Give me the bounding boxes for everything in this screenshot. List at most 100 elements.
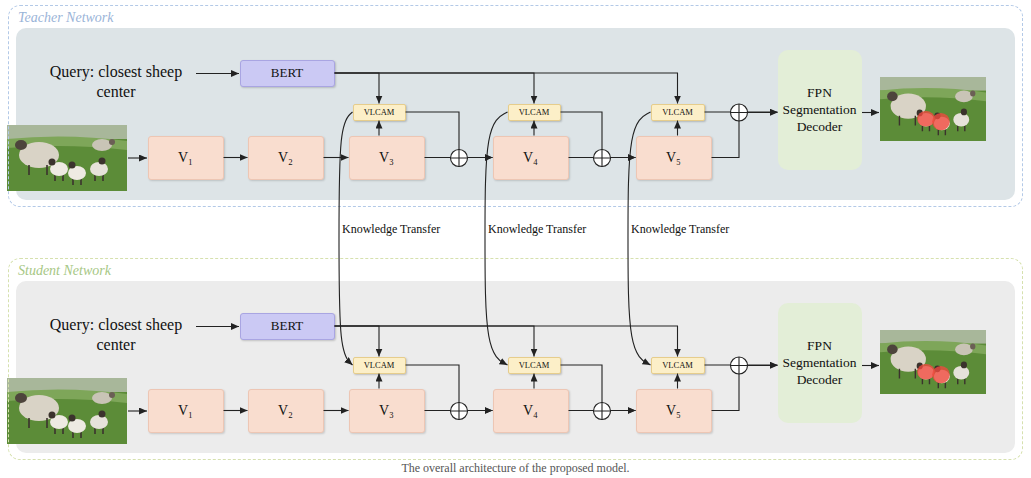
connector-arrow: [335, 73, 535, 104]
backbone-stage: V₃: [349, 136, 425, 180]
sum-plus: [594, 403, 611, 420]
attention-module: VLCAM: [651, 357, 705, 374]
connector-arrow: [677, 374, 678, 389]
connector-arrow: [335, 73, 380, 104]
backbone-stage: V₂: [248, 136, 324, 180]
sum-plus: [594, 150, 611, 167]
sum-symbol: [731, 357, 748, 374]
image-arrow: [128, 410, 147, 411]
backbone-stage: V₁: [148, 136, 224, 180]
encoder-box: BERT: [240, 313, 335, 340]
sum-symbol: [594, 403, 611, 420]
node-label: V₃: [379, 403, 394, 419]
connector-arrow: [712, 113, 778, 158]
connector-arrow: [569, 157, 636, 158]
connector-arrow: [224, 157, 248, 158]
photo: [880, 330, 986, 394]
node-label: V₅: [666, 403, 681, 419]
connector-arrow: [335, 326, 535, 357]
network-panel: Student NetworkBERTVLCAMVLCAMVLCAMV₁V₂V₃…: [8, 258, 1023, 460]
sum-symbol: [451, 403, 468, 420]
backbone-stage: V₃: [349, 389, 425, 433]
node-label: FPN Segmentation Decoder: [780, 337, 860, 388]
connector-arrow: [406, 112, 493, 158]
sum-symbol: [451, 150, 468, 167]
node-label: V₂: [278, 403, 293, 419]
node-label: V₃: [379, 150, 394, 166]
connector-arrow: [569, 410, 636, 411]
edge-label: Knowledge Transfer: [631, 222, 729, 237]
node-label: V₂: [278, 150, 293, 166]
decoder-box: FPN Segmentation Decoder: [778, 50, 862, 170]
connector-arrow: [533, 374, 534, 389]
connector-arrow: [324, 157, 349, 158]
attention-module: VLCAM: [651, 104, 705, 121]
node-label: VLCAM: [662, 107, 693, 117]
query-text: Query: closest sheep center: [40, 62, 192, 102]
photo: [880, 77, 986, 141]
query-text: Query: closest sheep center: [40, 315, 192, 355]
connector-arrow: [406, 365, 493, 411]
photo: [7, 378, 127, 444]
connector-arrow: [705, 111, 778, 112]
sum-circle: [594, 403, 611, 420]
node-label: V₅: [666, 150, 681, 166]
node-label: V₄: [523, 150, 538, 166]
output-image: [880, 330, 986, 394]
panel-background: [16, 281, 1015, 453]
connector-arrow: [425, 410, 493, 411]
backbone-stage: V₅: [636, 136, 712, 180]
connector-arrow: [561, 365, 636, 411]
sum-plus: [451, 403, 468, 420]
photo: [7, 125, 127, 191]
node-label: BERT: [271, 318, 303, 334]
layout-arrows: [128, 74, 879, 412]
sum-plus: [731, 357, 748, 374]
sum-plus: [731, 104, 748, 121]
decoder-box: FPN Segmentation Decoder: [778, 303, 862, 423]
sum-symbol: [594, 150, 611, 167]
figure-caption: The overall architecture of the proposed…: [0, 461, 1031, 476]
node-label: VLCAM: [662, 360, 693, 370]
connector-arrow: [677, 121, 678, 136]
transfer-arrow: [339, 112, 353, 365]
node-label: VLCAM: [364, 107, 395, 117]
connector-arrow: [378, 121, 379, 136]
sum-circle: [731, 104, 748, 121]
output-image: [880, 77, 986, 141]
mask: [917, 111, 935, 127]
node-label: V₁: [178, 150, 193, 166]
sum-circle: [731, 357, 748, 374]
connector-arrow: [335, 326, 380, 357]
node-label: BERT: [271, 65, 303, 81]
node-label: V₄: [523, 403, 538, 419]
backbone-stage: V₄: [493, 136, 569, 180]
sum-circle: [594, 150, 611, 167]
connector-arrow: [324, 410, 349, 411]
panel-background: [16, 28, 1015, 200]
mask: [932, 113, 950, 130]
transfer-arrow: [485, 112, 508, 365]
panel-title: Student Network: [18, 263, 111, 279]
input-image: [7, 125, 127, 191]
sum-symbols: [451, 104, 748, 420]
encoder-box: BERT: [240, 60, 335, 87]
backbone-stage: V₂: [248, 389, 324, 433]
attention-module: VLCAM: [508, 104, 561, 121]
output-arrow: [862, 365, 879, 366]
connector-arrow: [425, 157, 493, 158]
connector-arrow: [224, 410, 248, 411]
query-arrow: [196, 73, 239, 74]
input-image: [7, 378, 127, 444]
connector-arrow: [561, 112, 636, 158]
connector-arrow: [533, 121, 534, 136]
backbone-stage: V₄: [493, 389, 569, 433]
attention-module: VLCAM: [353, 357, 406, 374]
sum-plus: [451, 150, 468, 167]
edge-label: Knowledge Transfer: [488, 222, 586, 237]
transfer-arrow: [628, 112, 651, 365]
mask: [932, 366, 950, 383]
node-label: VLCAM: [364, 360, 395, 370]
node-label: VLCAM: [519, 360, 550, 370]
